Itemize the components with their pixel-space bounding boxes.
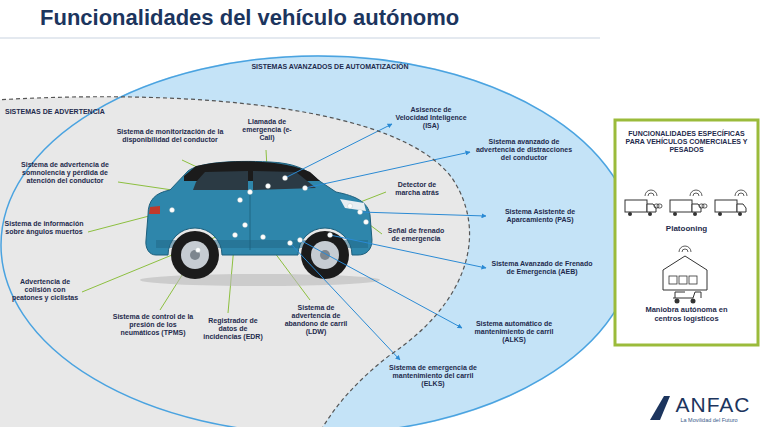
feature-label: Sistema automático de mantenimiento de c… [462,320,566,344]
page-title: Funcionalidades del vehículo autónomo [40,5,459,31]
feature-label: Sistema Asistente de Aparcamiento (PAS) [488,208,592,224]
feature-label: Registrador de datos de incidencias (EDR… [200,317,266,341]
feature-label: Sistema de control de la presión de los … [110,313,196,337]
feature-label: Sistema de información sobre ángulos mue… [4,220,84,236]
region-heading: SISTEMAS DE ADVERTENCIA [5,108,125,116]
automation-region-outline [0,50,640,427]
heavy-vehicle-panel: FUNCIONALIDADES ESPECÍFICAS PARA VEHÍCUL… [615,120,758,345]
title-rule [0,38,600,39]
feature-label: Señal de frenado de emergencia [384,227,448,243]
feature-label: Sistema de advertencia de abandono de ca… [280,304,352,336]
panel-border [615,120,758,345]
leader-lines-warning [82,150,386,313]
region-heading: FUNCIONALIDADES ESPECÍFICAS PARA VEHÍCUL… [621,130,752,154]
feature-dots [170,176,369,253]
feature-label: Advertencia de colisión con peatones y c… [10,278,80,302]
feature-label: Llamada de emergencia (e-Call) [238,118,296,142]
feature-label: Detector de marcha atrás [388,181,446,197]
logo-wordmark: ANFAC [668,394,758,415]
logo-tagline: La Movilidad del Futuro [660,418,758,424]
warehouse-icon [663,246,707,304]
feature-label: Asisence de Velocidad Inteligence (ISA) [395,106,467,130]
logo-mark [650,396,670,420]
region-border [1,56,635,427]
feature-label: Sistema Avanzado de Frenado de Emergenci… [488,260,596,276]
region-heading: SISTEMAS AVANZADOS DE AUTOMATIZACIÓN [220,63,440,71]
automation-region: SISTEMAS DE ADVERTENCIA SISTEMAS AVANZADO… [0,50,640,427]
feature-label: Sistema avanzado de advertencia de distr… [474,138,574,162]
feature-caption: Platooning [621,224,752,233]
feature-label: Sistema de emergencia de mantenimiento d… [384,364,482,388]
platooning-icon [625,190,747,216]
feature-label: Sistema de advertencia de somnolencia y … [14,161,116,185]
feature-caption: Maniobra autónoma en centros logísticos [635,306,738,323]
feature-label: Sistema de monitorización de la disponib… [110,128,230,144]
